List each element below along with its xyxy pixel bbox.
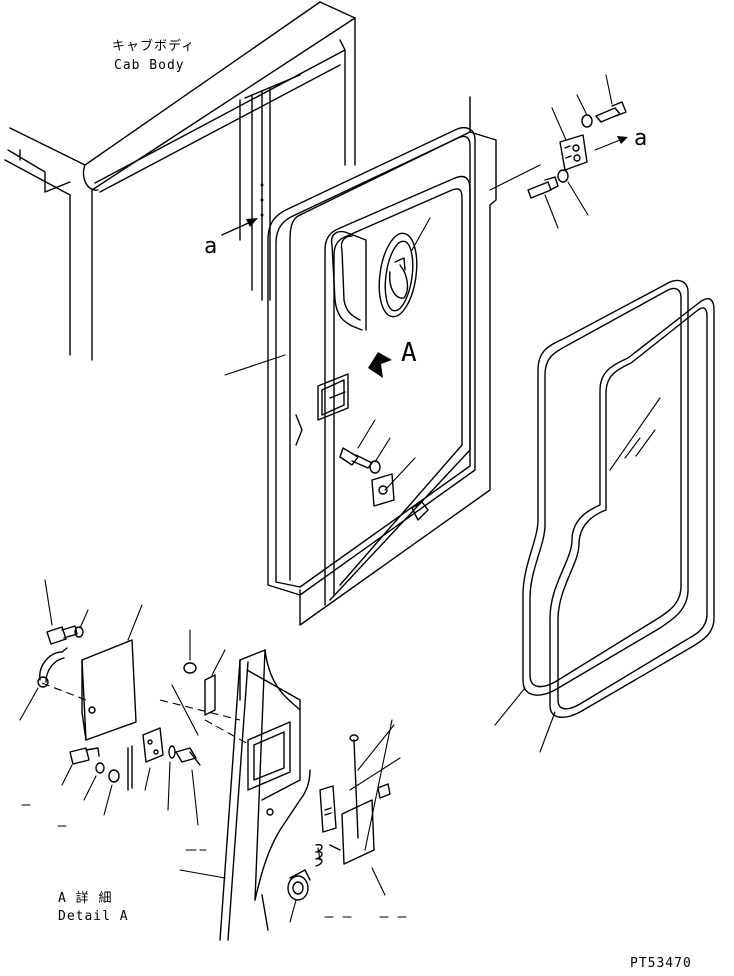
view-arrow-A-icon bbox=[368, 352, 392, 378]
cab-body-label-jp: キャブボディ bbox=[112, 39, 196, 54]
detail-leader-lines bbox=[19, 579, 401, 923]
figure-code: PT53470 bbox=[630, 956, 692, 971]
view-label-a-left: a bbox=[204, 234, 218, 259]
view-arrow-icon bbox=[221, 218, 258, 236]
window-glass bbox=[494, 279, 715, 753]
cab-body-label-en: Cab Body bbox=[114, 58, 185, 73]
view-label-A: A bbox=[401, 338, 417, 368]
index-marks bbox=[21, 804, 407, 918]
leader-lines bbox=[224, 96, 541, 491]
view-label-a-right: a bbox=[634, 126, 648, 151]
detail-a-assembly bbox=[37, 625, 391, 941]
cab-body-frame bbox=[4, 1, 356, 361]
cab-door bbox=[267, 96, 497, 626]
detail-a-label-jp: A 詳 細 bbox=[58, 891, 113, 906]
hinge-parts bbox=[527, 74, 628, 229]
detail-a-label-en: Detail A bbox=[58, 909, 129, 924]
